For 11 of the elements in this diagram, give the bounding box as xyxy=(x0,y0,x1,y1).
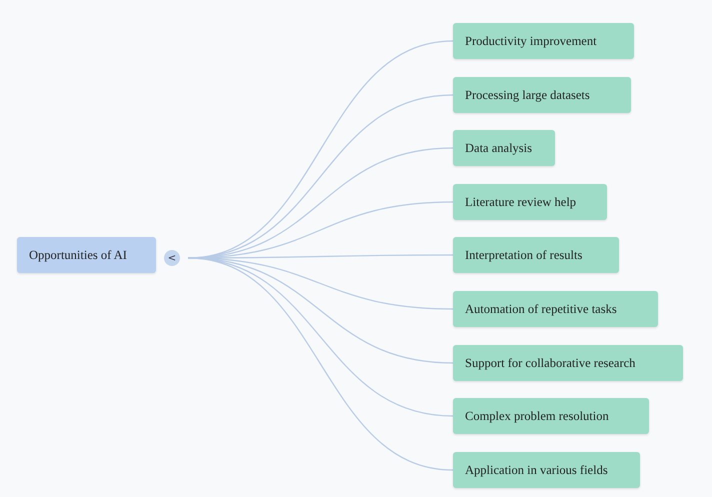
topic-box: Automation of repetitive tasks xyxy=(453,291,658,327)
collapse-button: < xyxy=(164,250,180,266)
topic-box: Complex problem resolution xyxy=(453,398,649,434)
topic-box: Productivity improvement xyxy=(453,23,634,59)
root-topic-box: Opportunities of AI xyxy=(17,237,156,273)
topic-box: Literature review help xyxy=(453,184,607,220)
topic-box: Support for collaborative research xyxy=(453,345,683,381)
topic-box: Interpretation of results xyxy=(453,237,619,273)
topic-box: Processing large datasets xyxy=(453,77,631,113)
topic-box: Data analysis xyxy=(453,130,555,166)
topic-box: Application in various fields xyxy=(453,452,640,488)
